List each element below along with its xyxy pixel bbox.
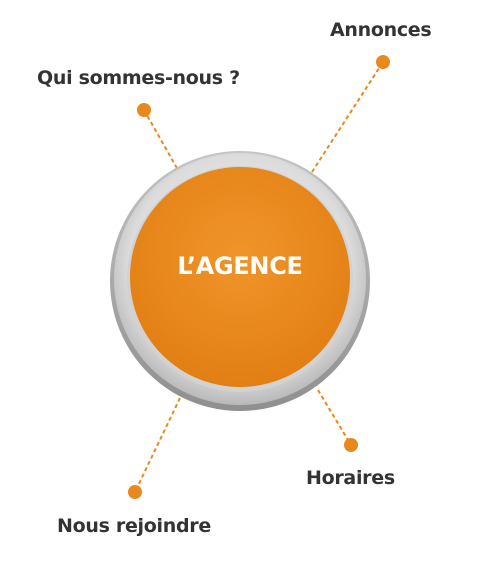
connector-annonces [311, 61, 384, 173]
dot-horaires [344, 438, 358, 452]
label-nous-rejoindre[interactable]: Nous rejoindre [57, 515, 211, 537]
center-label[interactable]: L’AGENCE [177, 252, 303, 280]
connector-qui [143, 109, 179, 171]
label-horaires[interactable]: Horaires [306, 467, 395, 489]
dot-annonces [376, 55, 390, 69]
dot-qui [137, 103, 151, 117]
connector-horaires [317, 389, 352, 446]
dot-nous [128, 485, 142, 499]
connector-nous [134, 397, 181, 493]
center-circle[interactable] [130, 167, 350, 387]
label-qui-sommes-nous[interactable]: Qui sommes-nous ? [37, 67, 240, 89]
label-annonces[interactable]: Annonces [330, 19, 432, 41]
